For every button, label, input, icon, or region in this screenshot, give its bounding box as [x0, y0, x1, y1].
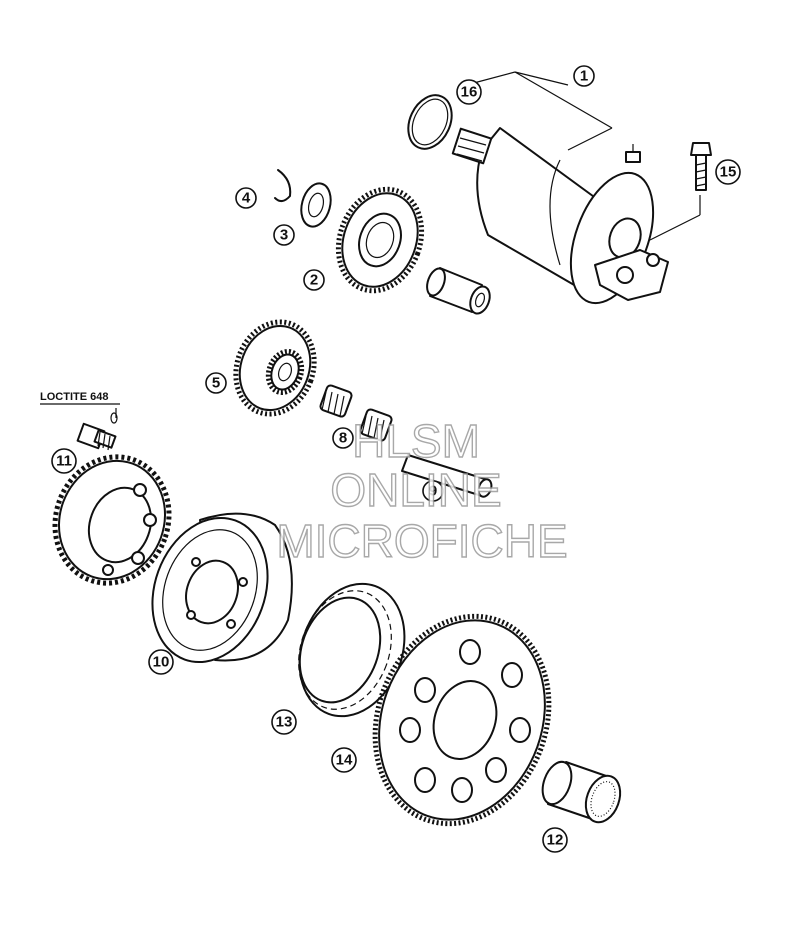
- callout-13: 13: [271, 709, 297, 735]
- needle-bearing-a: [319, 384, 353, 418]
- callout-9: 9: [422, 480, 444, 502]
- svg-text:4: 4: [242, 190, 251, 207]
- svg-text:8: 8: [339, 430, 347, 447]
- svg-text:1: 1: [580, 68, 588, 85]
- clutch-housing: [151, 512, 293, 664]
- callout-10: 10: [148, 649, 174, 675]
- svg-text:11: 11: [56, 453, 72, 470]
- watermark: HLSM ONLINE MICROFICHE: [276, 414, 569, 567]
- svg-text:ONLINE: ONLINE: [330, 464, 501, 516]
- starter-motor: [451, 127, 669, 305]
- svg-text:MICROFICHE: MICROFICHE: [276, 515, 567, 567]
- callout-5: 5: [205, 372, 227, 394]
- svg-text:16: 16: [461, 84, 478, 101]
- sprocket-gear: [52, 454, 172, 586]
- starter-driven-gear: [372, 613, 552, 827]
- svg-text:HLSM: HLSM: [352, 415, 480, 467]
- washer: [300, 182, 332, 228]
- intermediate-gear: [335, 186, 425, 294]
- bushing-sleeve: [426, 267, 491, 315]
- svg-text:5: 5: [212, 375, 220, 392]
- circlip: [274, 169, 292, 202]
- callout-14: 14: [331, 747, 357, 773]
- callout-8: 8: [332, 427, 354, 449]
- svg-text:2: 2: [310, 272, 318, 289]
- callout-2: 2: [303, 269, 325, 291]
- svg-text:12: 12: [547, 832, 564, 849]
- callout-12: 12: [542, 827, 568, 853]
- shaft: [401, 454, 493, 498]
- callout-15: 15: [715, 159, 741, 185]
- svg-text:9: 9: [429, 483, 437, 500]
- callout-11: 11: [51, 448, 77, 474]
- needle-bushing: [541, 760, 622, 824]
- svg-text:LOCTITE 648: LOCTITE 648: [40, 391, 108, 403]
- svg-text:14: 14: [336, 752, 353, 769]
- bolt: [690, 142, 712, 191]
- leader-lines: [115, 71, 701, 418]
- svg-text:10: 10: [153, 654, 170, 671]
- freewheel-ring: [298, 582, 406, 718]
- needle-bearing-b: [359, 408, 393, 442]
- callout-16: 16: [456, 79, 482, 105]
- callout-3: 3: [273, 224, 295, 246]
- o-ring: [407, 94, 453, 150]
- svg-text:15: 15: [720, 164, 737, 181]
- loctite-note: LOCTITE 648: [40, 391, 120, 405]
- svg-text:3: 3: [280, 227, 288, 244]
- callout-4: 4: [235, 187, 257, 209]
- screw: [76, 412, 118, 451]
- callout-1: 1: [573, 65, 595, 87]
- double-gear: [233, 319, 317, 417]
- svg-text:13: 13: [276, 714, 293, 731]
